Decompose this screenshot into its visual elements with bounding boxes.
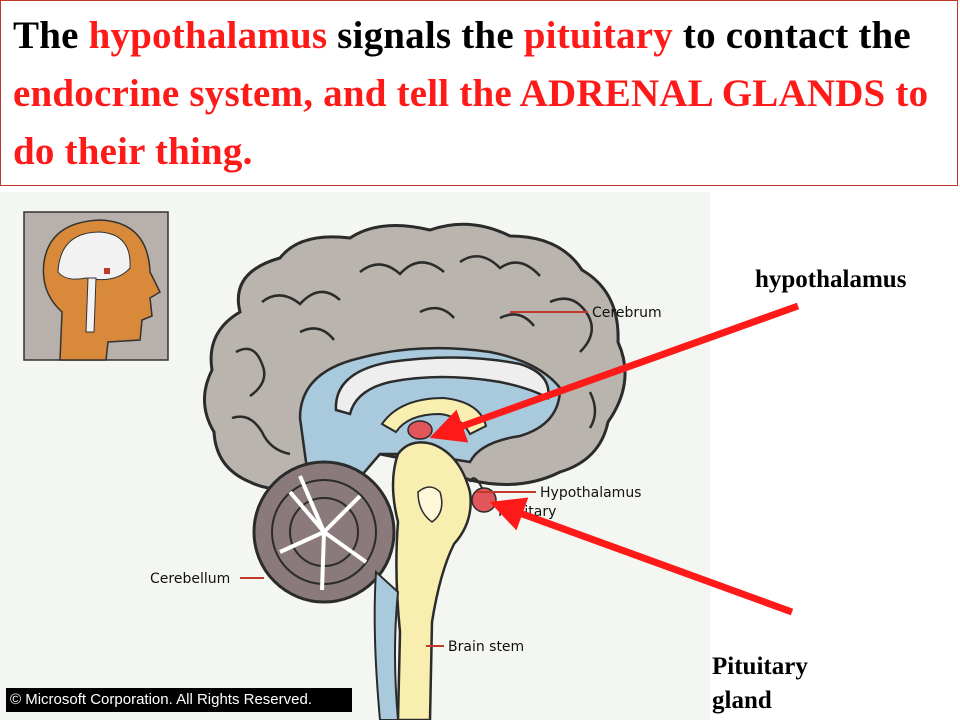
label-cerebellum: Cerebellum: [150, 571, 230, 587]
pituitary-callout-line2: gland: [712, 687, 772, 714]
title-segment: The: [13, 14, 89, 57]
cerebellum: [252, 460, 396, 604]
title-box: The hypothalamus signals the pituitary t…: [0, 0, 958, 186]
hypothalamus-gland: [407, 420, 433, 440]
title-segment: to contact the: [672, 14, 911, 57]
title-segment: signals the: [327, 14, 524, 57]
title-highlight-segment: pituitary: [523, 14, 673, 57]
label-brain-stem: Brain stem: [448, 639, 524, 655]
pituitary-callout-line1: Pituitary: [712, 653, 808, 680]
hypothalamus-callout: hypothalamus: [755, 266, 907, 293]
brain-stem: [391, 441, 472, 722]
title-highlight-segment: endocrine system, and tell the ADRENAL G…: [13, 72, 929, 173]
label-pituitary: Pituitary: [498, 504, 556, 520]
brain-diagram: Cerebrum Hypothalamus Pituitary Cerebell…: [0, 192, 710, 722]
label-cerebrum: Cerebrum: [592, 305, 662, 321]
head-thumbnail: [23, 211, 169, 361]
label-hypothalamus: Hypothalamus: [540, 485, 641, 501]
title-highlight-segment: hypothalamus: [88, 14, 328, 57]
pituitary-callout: Pituitary gland: [712, 650, 808, 718]
title-text: The hypothalamus signals the pituitary t…: [13, 7, 947, 181]
brain-illustration: Cerebrum Hypothalamus Pituitary Cerebell…: [23, 211, 662, 722]
copyright-bar: © Microsoft Corporation. All Rights Rese…: [6, 688, 352, 712]
